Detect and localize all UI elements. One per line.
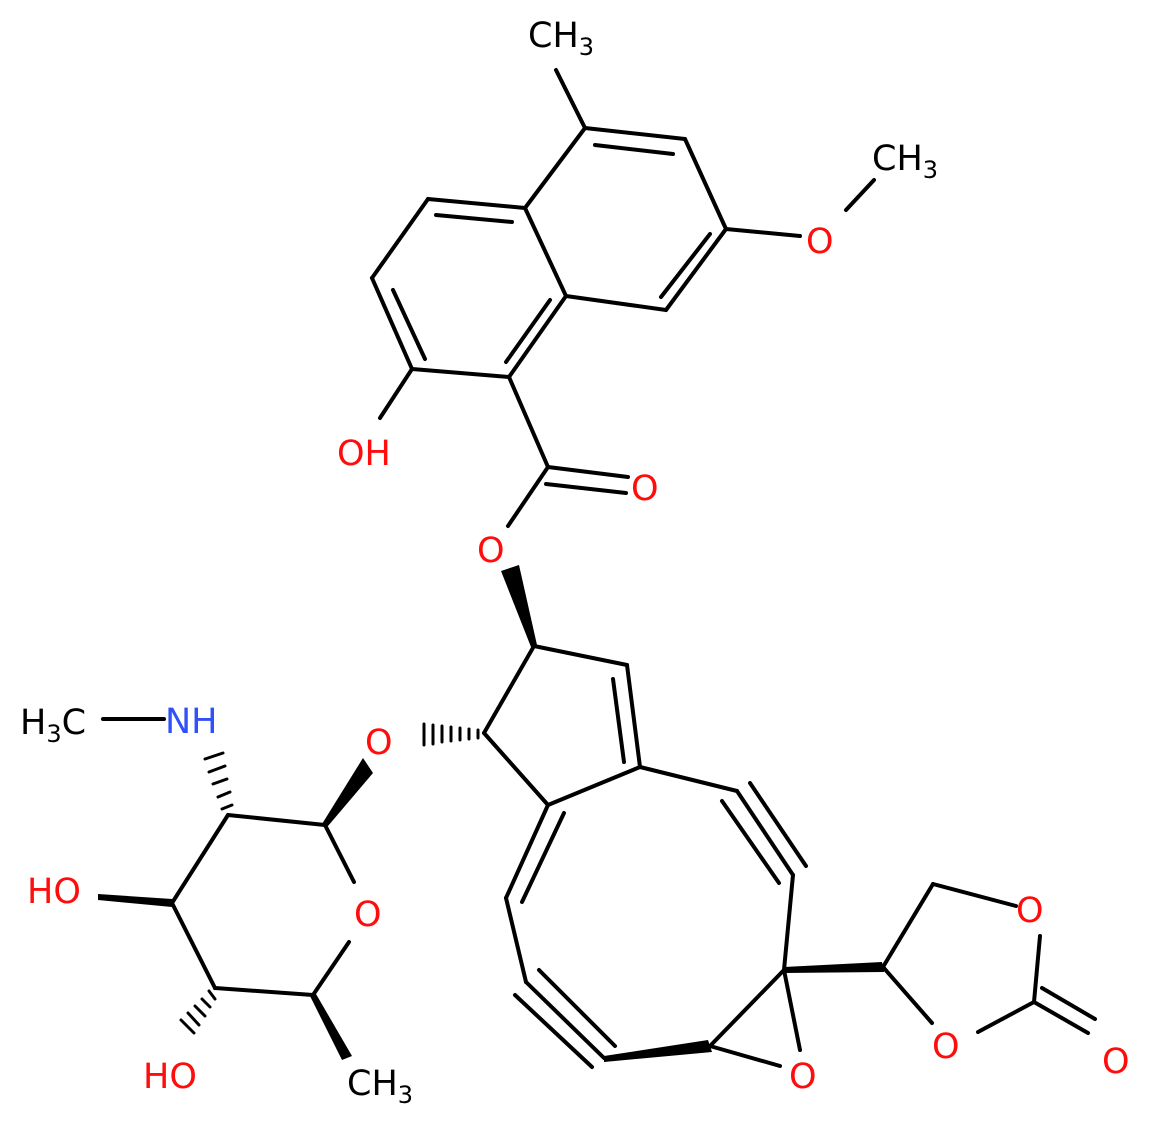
- bond: [659, 232, 712, 299]
- bond: [434, 213, 514, 224]
- bond: [370, 197, 430, 280]
- atom-label-o-carbonate: O: [1102, 1042, 1130, 1082]
- bond: [523, 206, 568, 298]
- atom-label-o-epoxide: O: [789, 1057, 817, 1097]
- bond: [537, 968, 617, 1048]
- atom-label-ch3-methoxy: CH3: [872, 139, 938, 184]
- bond: [1040, 986, 1097, 1021]
- wedge-bond: [98, 894, 172, 907]
- bond: [724, 227, 802, 238]
- bond: [504, 896, 528, 984]
- atom-label-ho-sugar4: HO: [143, 1057, 197, 1097]
- atom-label-h3c-amine: H3C: [20, 703, 86, 748]
- hash-bond: [203, 751, 234, 811]
- bond: [226, 813, 327, 827]
- bond: [748, 781, 808, 868]
- bond: [735, 789, 795, 877]
- bond: [410, 367, 511, 379]
- atom-label-nh: NH: [165, 702, 218, 742]
- bond: [881, 965, 934, 1025]
- bond: [520, 811, 566, 904]
- bond: [507, 375, 550, 469]
- bond: [482, 644, 536, 735]
- bond: [844, 178, 876, 212]
- atom-label-o-ester: O: [477, 531, 505, 571]
- bond: [378, 367, 414, 420]
- atom-label-o-pyran: O: [354, 895, 382, 935]
- atom-label-o-dioxolane2: O: [932, 1027, 960, 1067]
- wedge-bond: [501, 565, 537, 647]
- atom-label-ho-sugar3: HO: [27, 872, 81, 912]
- bond: [546, 465, 630, 479]
- bond: [625, 663, 642, 769]
- atom-label-ch3-top: CH3: [528, 16, 594, 61]
- wedge-bond: [784, 962, 884, 973]
- bond: [507, 294, 568, 379]
- atom-label-o-methoxy: O: [806, 222, 834, 262]
- bond: [976, 1000, 1036, 1034]
- wedge-bond: [604, 1040, 712, 1062]
- bond: [683, 137, 728, 231]
- bond: [546, 765, 642, 807]
- bond: [1032, 934, 1042, 1004]
- bond: [370, 276, 414, 371]
- bond: [213, 986, 315, 997]
- bond: [504, 298, 552, 364]
- bond: [782, 873, 795, 972]
- bond: [931, 882, 1018, 908]
- bond: [513, 993, 594, 1069]
- bond: [664, 227, 728, 312]
- atom-label-o-dioxolane1: O: [1016, 891, 1044, 931]
- bond: [593, 143, 675, 156]
- bond: [554, 68, 587, 130]
- bond: [426, 197, 527, 210]
- hash-bond: [179, 989, 217, 1035]
- bond: [782, 968, 802, 1052]
- wedge-bond: [322, 758, 373, 826]
- atom-label-o-glycosidic: O: [365, 723, 393, 763]
- bond: [583, 126, 687, 141]
- bond: [708, 1044, 782, 1068]
- bond: [523, 126, 587, 210]
- bond: [708, 968, 786, 1048]
- wedge-bond: [310, 994, 352, 1060]
- bond: [720, 799, 781, 885]
- atom-label-oh-naphthol: OH: [337, 434, 391, 474]
- bond: [524, 980, 606, 1060]
- bond: [564, 294, 668, 312]
- atom-label-o-carbonyl: O: [631, 469, 659, 509]
- bond: [170, 813, 230, 905]
- bond: [504, 803, 550, 900]
- hash-bond: [422, 722, 480, 747]
- bonds: [98, 68, 1097, 1069]
- bond: [638, 765, 739, 793]
- atom-label-ch3-sugar: CH3: [347, 1064, 413, 1109]
- bond: [323, 823, 356, 884]
- bond: [532, 644, 629, 667]
- bond: [391, 288, 427, 361]
- bond: [544, 482, 628, 495]
- bond: [311, 940, 351, 997]
- bond: [881, 882, 935, 969]
- bond: [1032, 1000, 1090, 1035]
- bond: [611, 677, 626, 764]
- bond: [170, 901, 217, 990]
- bond: [482, 731, 550, 807]
- bond: [506, 465, 550, 528]
